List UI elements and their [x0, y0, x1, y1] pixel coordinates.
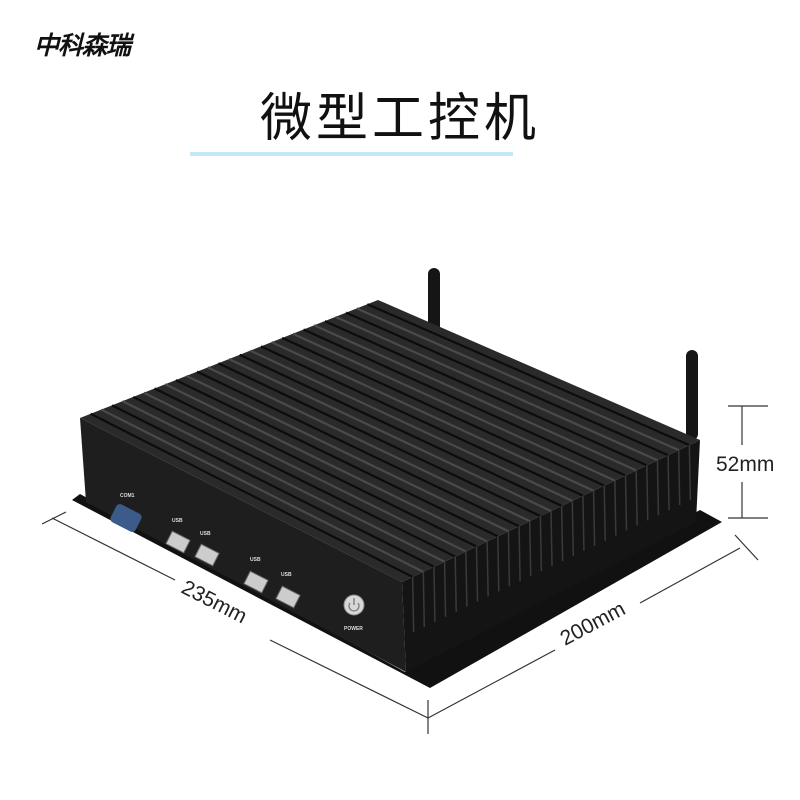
fin [132, 395, 456, 558]
fin-edge [454, 556, 457, 612]
fin-edge [646, 465, 649, 521]
fin-edge [550, 510, 553, 567]
fin-edge [614, 480, 617, 536]
fin [271, 341, 595, 492]
front-panel [80, 418, 406, 672]
fin [185, 374, 509, 533]
page-title: 微型工控机 [259, 89, 540, 149]
fin [303, 328, 626, 477]
usb-label: USB [250, 557, 261, 563]
mounting-plate [72, 494, 722, 688]
fin-edge [411, 576, 415, 632]
side-fin-profile [411, 445, 692, 632]
fin [90, 412, 414, 578]
fin-edge [518, 526, 521, 582]
fin-edge [592, 490, 596, 546]
fin [313, 324, 637, 472]
fin-edge [528, 521, 532, 577]
fin [239, 353, 563, 507]
fin-edge [475, 546, 479, 602]
usb-port-3: USB [243, 557, 269, 594]
fin-edge [688, 445, 692, 501]
fin-edge [465, 551, 468, 607]
fin [196, 370, 520, 528]
fin [154, 387, 477, 548]
fin [122, 400, 446, 563]
usb-port-2: USB [194, 531, 220, 567]
usb-label: USB [200, 531, 211, 537]
title-underline [190, 152, 513, 156]
fin-edge [603, 485, 606, 541]
fin-edge [433, 566, 436, 622]
fin [260, 345, 584, 497]
fin [356, 307, 680, 452]
brand-logo: 中科森瑞 [34, 31, 131, 60]
fin [207, 366, 531, 523]
fin-edge [635, 470, 638, 526]
heatsink-fins [90, 303, 690, 578]
fin [217, 362, 541, 518]
antenna-right [686, 350, 698, 440]
fin-edge [443, 561, 447, 617]
fin [143, 391, 467, 553]
fin [345, 311, 669, 457]
power-button: POWER [343, 594, 365, 632]
dimension-lines [41, 405, 768, 734]
fin-edge [624, 475, 628, 531]
fin-edge [539, 516, 543, 572]
fin-edge [497, 536, 500, 592]
fin-edge [486, 541, 489, 597]
fin [324, 320, 648, 467]
power-label: POWER [344, 626, 363, 632]
fin-edge [582, 495, 585, 551]
fin [366, 303, 690, 447]
fin-edge [677, 450, 681, 506]
fin [111, 404, 435, 568]
fin [228, 358, 552, 512]
fin [175, 379, 499, 538]
fin-edge [667, 455, 670, 511]
fin [164, 383, 488, 543]
fin [334, 315, 658, 462]
usb-label: USB [172, 518, 183, 524]
com-port-label: COM1 [120, 493, 135, 499]
height-dimension: 52mm [716, 453, 774, 476]
fin-edge [656, 460, 660, 516]
usb-port-4: USB [275, 572, 301, 609]
fin [100, 408, 424, 573]
com-port: COM1 [110, 493, 142, 532]
fin-edge [560, 505, 564, 561]
fin [292, 332, 616, 482]
usb-port-1: USB [165, 518, 191, 554]
fin-edge [571, 500, 575, 556]
fin [281, 336, 605, 487]
usb-label: USB [281, 572, 292, 578]
fin-edge [422, 571, 426, 627]
fin [249, 349, 573, 502]
fin-edge [507, 531, 511, 587]
